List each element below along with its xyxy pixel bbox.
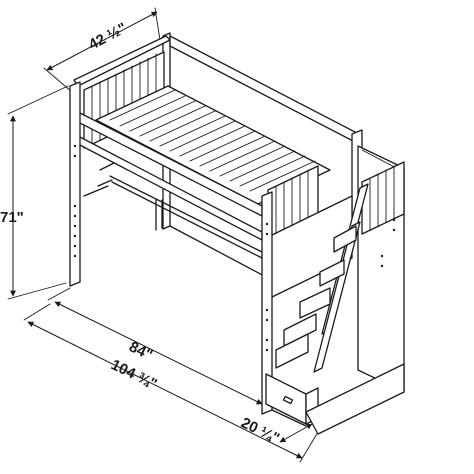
length-label: 84" — [126, 338, 155, 364]
stair-base-front — [305, 363, 405, 435]
drawer-handle — [282, 395, 294, 405]
length-extension-left — [47, 287, 71, 301]
head-slats — [91, 53, 157, 145]
front-left-post — [69, 81, 81, 287]
height-extension-top — [7, 85, 69, 115]
desk-front-edge — [109, 175, 263, 253]
foot-slats — [275, 169, 309, 235]
height-label: 71" — [0, 209, 24, 226]
total-length-dimension-line — [27, 321, 303, 459]
total-length-extension-right — [299, 431, 319, 463]
width-extension-right — [154, 7, 161, 41]
slats — [109, 89, 316, 192]
width-extension-left — [43, 67, 73, 93]
step-3 — [299, 287, 331, 319]
total-length-label: 104 ¾" — [108, 356, 159, 393]
staircase — [265, 145, 405, 435]
crossbar-2 — [97, 179, 113, 187]
front-left-post-holes — [73, 144, 77, 258]
length-dimension-line — [54, 301, 263, 405]
bottom-rail-back — [169, 225, 269, 279]
stair-guard-slats — [369, 165, 395, 231]
step-4 — [283, 313, 317, 347]
stair-tower-holes — [380, 218, 396, 268]
stair-guard-panel — [361, 161, 405, 235]
base-edge — [271, 409, 307, 427]
stair-steps — [275, 225, 357, 369]
stair-depth-label: 20 ¼" — [238, 414, 282, 447]
step-2 — [319, 259, 345, 287]
stair-stringer — [313, 221, 361, 373]
total-length-extension-left — [23, 303, 51, 321]
stair-depth-dimension-line — [279, 423, 313, 443]
step-1 — [333, 225, 357, 253]
front-right-post-holes — [265, 222, 269, 352]
step-5 — [275, 333, 309, 369]
width-dimension-line — [46, 11, 158, 71]
height-extension-bottom — [7, 282, 67, 300]
width-label: 42 ½" — [86, 20, 130, 54]
desk-leg — [155, 199, 163, 231]
desk-front-edge-lower — [111, 181, 263, 259]
